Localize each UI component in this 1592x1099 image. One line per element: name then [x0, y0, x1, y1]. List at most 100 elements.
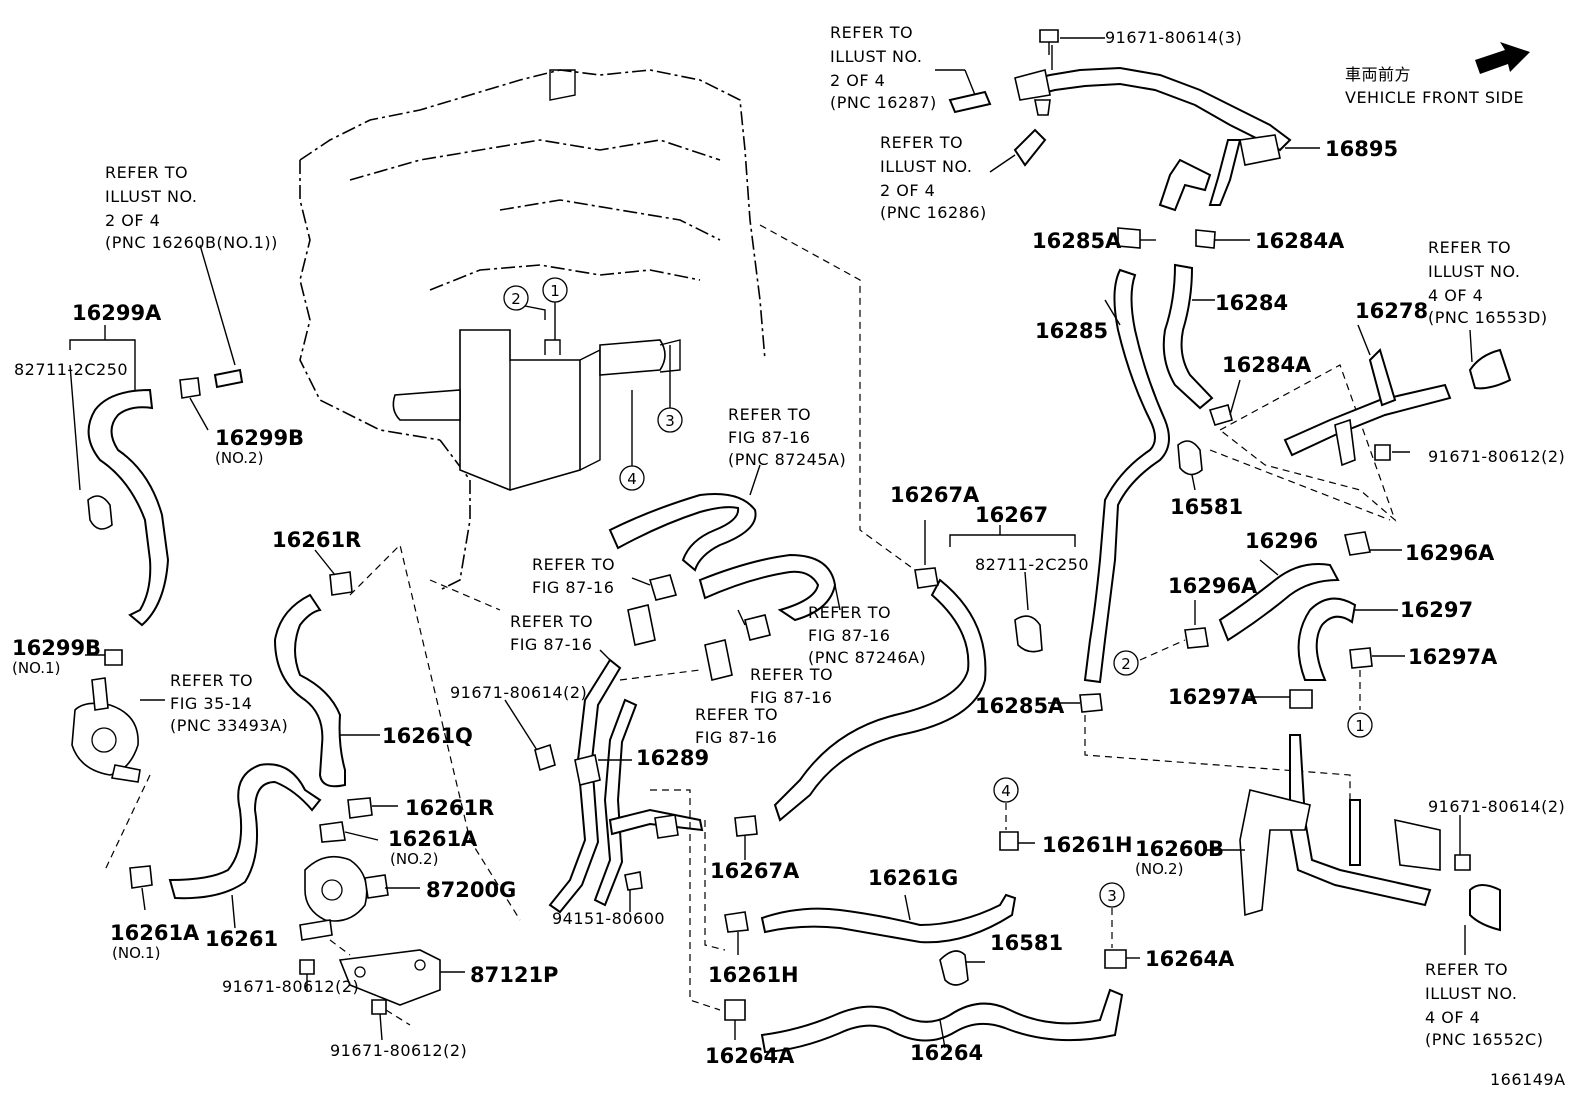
label-16581-top: 16581 [1170, 495, 1243, 519]
bolt-16289-icon [534, 743, 556, 772]
svg-text:FIG 87-16: FIG 87-16 [808, 626, 890, 645]
label-16285a-top: 16285A [1032, 229, 1122, 253]
marker-3-right: 3 [1099, 882, 1125, 908]
marker-1-engine: 1 [542, 277, 568, 303]
label-16261g: 16261G [868, 866, 958, 890]
orientation-jp: 車両前方 [1345, 65, 1411, 84]
svg-text:3: 3 [665, 412, 675, 430]
svg-text:FIG 87-16: FIG 87-16 [695, 728, 777, 747]
label-91671-80612-b: 91671-80612(2) [330, 1041, 467, 1060]
ref-87246a: REFER TO FIG 87-16 (PNC 87246A) [808, 603, 926, 667]
clamp-16296a-r [1344, 531, 1371, 556]
pipe-16260b [1205, 734, 1501, 955]
clamp-fig-c [744, 614, 771, 641]
label-16296: 16296 [1245, 529, 1318, 553]
svg-text:(PNC 16287): (PNC 16287) [830, 93, 937, 112]
pipe-assembly-16895 [1014, 37, 1320, 212]
label-16260b: 16260B [1135, 837, 1224, 861]
svg-text:REFER TO: REFER TO [510, 612, 593, 631]
clamp-16261h-r [999, 831, 1019, 851]
svg-text:REFER TO: REFER TO [750, 665, 833, 684]
svg-text:REFER TO: REFER TO [808, 603, 891, 622]
label-91671-80612-r: 91671-80612(2) [1428, 447, 1565, 466]
hose-87245a [608, 493, 757, 572]
hose-16261q [273, 593, 346, 788]
label-16267a-top: 16267A [890, 483, 980, 507]
clamp-16264a-r [1104, 949, 1127, 969]
label-16296a-l: 16296A [1168, 574, 1258, 598]
label-16284a-mid: 16284A [1222, 353, 1312, 377]
svg-text:1: 1 [550, 282, 560, 300]
marker-4-right: 4 [993, 777, 1019, 803]
ref-16286: REFER TO ILLUST NO. 2 OF 4 (PNC 16286) [880, 133, 986, 222]
clamp-16261a-no1 [129, 865, 153, 889]
label-16297a-r: 16297A [1408, 645, 1498, 669]
clamp-16285a-top [1117, 227, 1141, 249]
hose-16285 [1083, 268, 1170, 684]
clamp-16267a-bot [734, 815, 758, 837]
svg-text:ILLUST NO.: ILLUST NO. [1425, 984, 1517, 1003]
bolt-87121p-b [371, 999, 387, 1015]
label-16261q: 16261Q [382, 724, 473, 748]
label-16581-bot: 16581 [990, 931, 1063, 955]
label-16299b-no1: 16299B [12, 636, 101, 660]
label-16895: 16895 [1325, 137, 1398, 161]
figure-id: 166149A [1490, 1070, 1566, 1089]
svg-text:REFER TO: REFER TO [695, 705, 778, 724]
pump-87200g [299, 855, 420, 941]
svg-text:REFER TO: REFER TO [532, 555, 615, 574]
marker-4-engine: 4 [619, 465, 645, 491]
svg-text:ILLUST NO.: ILLUST NO. [105, 187, 197, 206]
label-16267: 16267 [975, 503, 1048, 527]
label-16261h-r: 16261H [1042, 833, 1133, 857]
ref-fig-d: REFER TO FIG 87-16 [695, 705, 778, 747]
label-16264a-r: 16264A [1145, 947, 1235, 971]
label-91671-80612-a: 91671-80612(2) [222, 977, 359, 996]
svg-text:(PNC 33493A): (PNC 33493A) [170, 716, 288, 735]
svg-text:4 OF 4: 4 OF 4 [1428, 286, 1483, 305]
clamp-16285a-bot [1079, 693, 1103, 713]
clamp-16261r-mid [347, 797, 373, 819]
label-16264a-bot: 16264A [705, 1044, 795, 1068]
hose-16267 [773, 578, 987, 822]
hose-16261 [168, 763, 322, 900]
label-16261r-mid: 16261R [405, 796, 494, 820]
svg-text:4 OF 4: 4 OF 4 [1425, 1008, 1480, 1027]
clamp-16299b-no2 [179, 377, 201, 399]
svg-text:REFER TO: REFER TO [1428, 238, 1511, 257]
hose-stub-16260b [213, 368, 244, 389]
bolt-16260b-icon [1454, 854, 1471, 871]
pipe-16289 [504, 649, 726, 1011]
svg-text:FIG 87-16: FIG 87-16 [532, 578, 614, 597]
sub-16260b-no2: (NO.2) [1135, 860, 1183, 878]
svg-text:(PNC 16553D): (PNC 16553D) [1428, 308, 1548, 327]
pump-33493a [71, 677, 165, 783]
marker-2-engine: 2 [503, 285, 529, 311]
clip-82711-r [1014, 615, 1043, 653]
clamp-16264a-bot [724, 999, 746, 1021]
label-16261h-bot: 16261H [708, 963, 799, 987]
clamp-fig-a [648, 574, 678, 601]
clamp-16297a-l [1289, 689, 1313, 709]
svg-text:2 OF 4: 2 OF 4 [105, 211, 160, 230]
hose-16264 [760, 988, 1124, 1054]
marker-1-right: 1 [1347, 712, 1373, 738]
hose-16296 [1218, 563, 1340, 642]
svg-text:ILLUST NO.: ILLUST NO. [880, 157, 972, 176]
svg-text:2: 2 [1121, 655, 1131, 673]
label-16261a-no1: 16261A [110, 921, 200, 945]
svg-text:REFER TO: REFER TO [105, 163, 188, 182]
label-16264: 16264 [910, 1041, 983, 1065]
front-arrow-icon [1475, 42, 1530, 74]
label-91671-80614-2: 91671-80614(2) [450, 683, 587, 702]
svg-text:REFER TO: REFER TO [1425, 960, 1508, 979]
label-82711-2c250-r: 82711-2C250 [975, 555, 1089, 574]
hose-16297 [1297, 597, 1357, 681]
label-16261: 16261 [205, 927, 278, 951]
hose-16284 [1162, 263, 1214, 410]
hose-87246a [698, 553, 837, 622]
sub-labels: (NO.2) (NO.1) (NO.2) (NO.1) (NO.2) [12, 449, 1183, 962]
svg-text:1: 1 [1355, 717, 1365, 735]
